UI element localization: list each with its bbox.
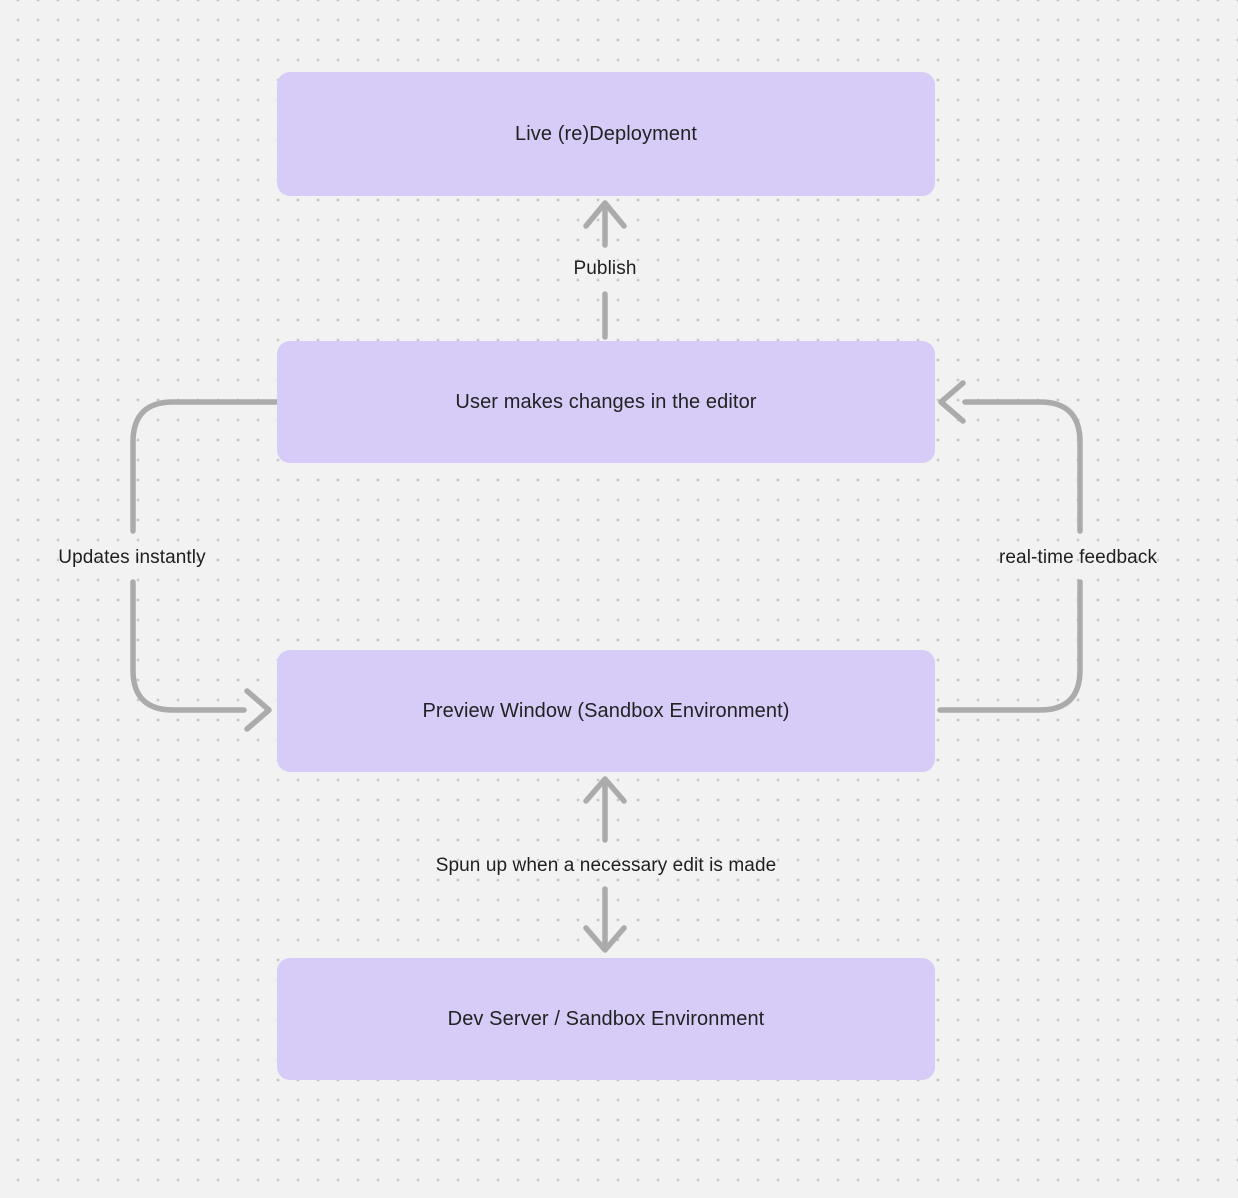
node-user-edits[interactable]: User makes changes in the editor (277, 341, 935, 463)
node-preview-window[interactable]: Preview Window (Sandbox Environment) (277, 650, 935, 772)
node-live-redeployment[interactable]: Live (re)Deployment (277, 72, 935, 196)
edge-label-updates-instantly: Updates instantly (58, 547, 206, 568)
node-label: Live (re)Deployment (515, 122, 697, 145)
node-label: Preview Window (Sandbox Environment) (422, 699, 790, 722)
node-dev-server[interactable]: Dev Server / Sandbox Environment (277, 958, 935, 1080)
edge-label-spun-up: Spun up when a necessary edit is made (435, 855, 777, 876)
node-label: Dev Server / Sandbox Environment (447, 1007, 765, 1030)
edge-label-realtime-feedback: real-time feedback (998, 547, 1158, 568)
node-label: User makes changes in the editor (455, 390, 757, 413)
edge-label-publish: Publish (573, 258, 637, 279)
